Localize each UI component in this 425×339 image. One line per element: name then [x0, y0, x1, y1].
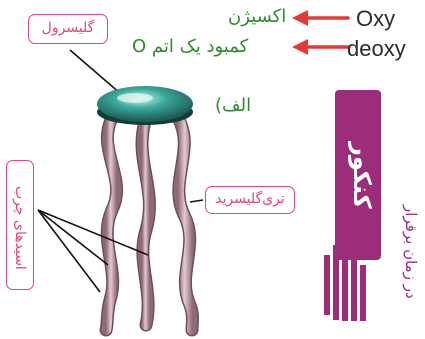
- brand-slogan: در زمان برقرار: [384, 205, 420, 335]
- brand-logo-text: کنکور: [340, 100, 376, 250]
- arrow-oxy: [292, 10, 348, 26]
- brand-logo-bars: [324, 245, 384, 325]
- glycerol-cap: [97, 86, 193, 125]
- fatty-acids-label: اسیدهای چرب: [6, 160, 34, 290]
- glycerol-label: گلیسرول: [28, 14, 108, 44]
- figure-label: الف): [215, 95, 251, 116]
- missing-oxygen-label: کمبود یک اتم O: [132, 36, 248, 57]
- deoxy-label: deoxy: [347, 36, 406, 62]
- triglyceride-label: تری‌گلیسرید: [205, 186, 295, 214]
- oxy-label: Oxy: [356, 6, 395, 32]
- triglyceride-pointer: [190, 200, 203, 202]
- arrow-deoxy: [292, 39, 348, 55]
- fatty-acid-pointers: [38, 210, 148, 292]
- oxygen-persian-label: اکسیژن: [228, 6, 286, 27]
- fatty-acid-chains: [106, 118, 193, 330]
